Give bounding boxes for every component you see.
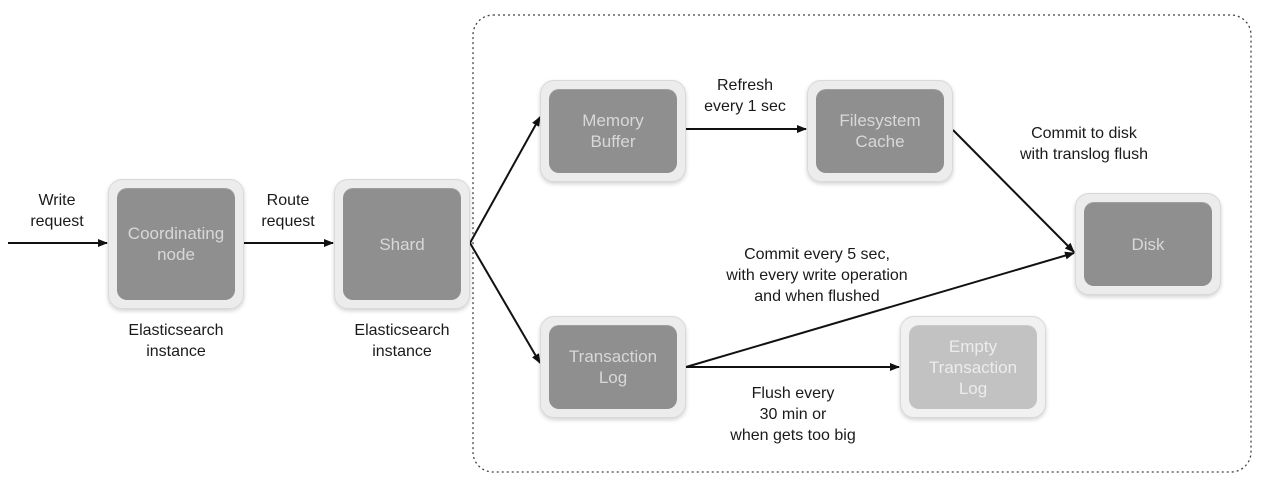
empty-transaction-log-label: Empty Transaction Log [928,336,1018,398]
memory-buffer-label: Memory Buffer [582,111,644,151]
commit-to-disk-label: Commit to disk with translog flush [1019,125,1149,163]
transaction-log-node: Transaction Log [540,316,686,418]
disk-label: Disk [1131,234,1165,254]
write-request-label: Write request [30,192,84,230]
filesystem-cache-node: Filesystem Cache [807,80,953,182]
commit-every-5-sec-label: Commit every 5 sec, with every write ope… [726,246,908,305]
transaction-log-label: Transaction Log [568,347,658,387]
coordinating-node: Coordinating node [108,179,244,309]
arrow-commit-every-5-sec [685,251,1075,368]
route-request-label: Route request [261,192,315,230]
arrow-shard-to-memory-buffer [469,116,541,244]
flush-label: Flush every 30 min or when gets too big [730,385,856,444]
filesystem-cache-label: Filesystem Cache [839,111,921,151]
memory-buffer-node: Memory Buffer [540,80,686,182]
disk-node: Disk [1075,193,1221,295]
shard-node: Shard [334,179,470,309]
shard-node-label: Shard [379,234,425,254]
elasticsearch-instance-label-2: Elasticsearch instance [354,322,450,360]
empty-transaction-log-node: Empty Transaction Log [900,316,1046,418]
shard-boundary [472,14,1252,473]
arrow-shard-to-transaction-log [469,242,541,364]
elasticsearch-instance-label-1: Elasticsearch instance [128,322,224,360]
arrow-commit-to-disk [952,129,1075,253]
coordinating-node-label: Coordinating node [127,224,225,264]
refresh-label: Refresh every 1 sec [704,77,786,115]
